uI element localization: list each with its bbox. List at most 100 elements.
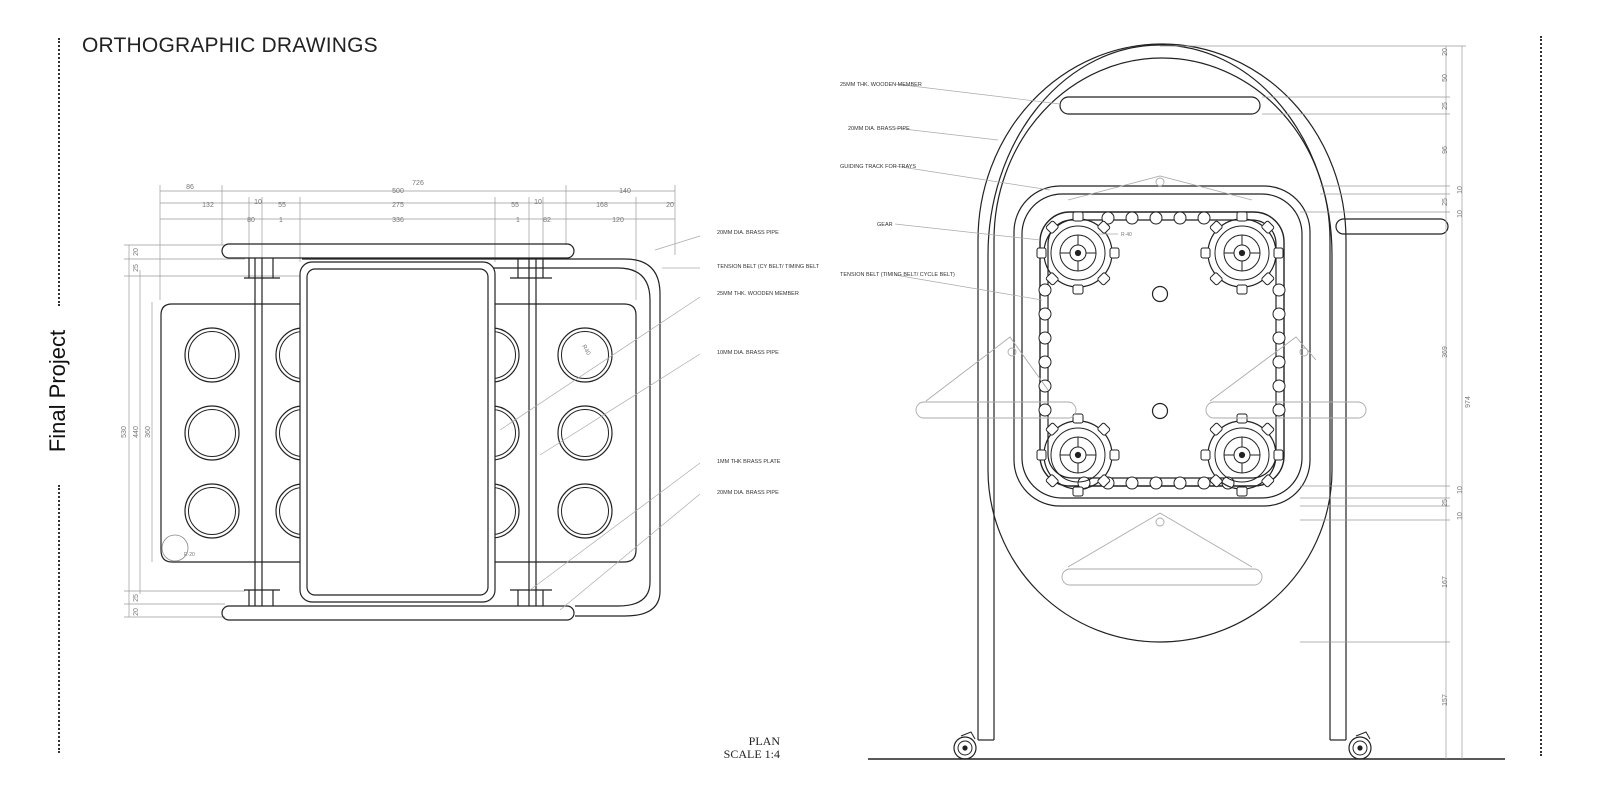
axle-pin-top [1151,285,1169,303]
elevation-handle-pipe [1335,218,1449,235]
elevation-dimension-text: 20 50 25 96 10 25 10 369 974 10 25 10 16… [1442,48,1472,706]
elevation-labels: 25MM THK. WOODEN MEMBER 20MM DIA. BRASS … [840,82,955,278]
plan-central-wooden-member-inner [306,268,489,596]
caster-left [953,731,977,760]
edim-10c: 10 [1457,486,1464,494]
plan-labels: 20MM DIA. BRASS PIPE TENSION BELT (CY BE… [717,230,820,496]
plan-label-brass-pipe-20b: 20MM DIA. BRASS PIPE [717,490,779,496]
guiding-track-inner [1021,193,1303,499]
edim-167: 167 [1442,576,1449,588]
plan-top-brass-pipe [221,243,575,259]
gear-radius-label: R·40 [1121,232,1132,238]
edim-25: 25 [1442,102,1449,110]
edim-974: 974 [1465,396,1472,408]
edim-50: 50 [1442,74,1449,82]
plan-tray-right [529,303,637,563]
plan-label-tension-belt: TENSION BELT (CY BELT/ TIMING BELT [717,264,820,270]
plan-cup [557,405,613,461]
elevation-dimension-lines [1160,45,1466,759]
plan-bottom-brass-pipe [221,605,575,621]
dim-1: 1 [279,217,283,224]
edim-10d: 10 [1457,512,1464,520]
elev-label-guiding-track: GUIDING TRACK FOR TRAYS [840,164,916,170]
plan-left-dimension-text: 20 25 530 440 360 25 20 [121,248,152,616]
dim-left-360: 360 [145,426,152,438]
dim-140: 140 [619,188,631,195]
gear-bottom-right [1200,413,1284,497]
plan-handle-loop-inner [302,267,651,607]
plan-cup [184,327,240,383]
dim-168: 168 [596,202,608,209]
tension-belt-outer [1039,211,1285,487]
dim-80: 80 [247,217,255,224]
caster-right [1348,731,1372,760]
dim-left-530: 530 [121,426,128,438]
elev-label-gear: GEAR [877,222,893,228]
dim-10: 10 [254,199,262,206]
dim-1b: 1 [516,217,520,224]
plan-label-brass-pipe-10: 10MM DIA. BRASS PIPE [717,350,779,356]
edim-10b: 10 [1457,210,1464,218]
left-dotted-line-top [58,38,60,306]
axle-pin-bottom [1151,402,1169,420]
guiding-track-outer [1013,185,1311,507]
page-title: ORTHOGRAPHIC DRAWINGS [82,34,378,57]
elevation-view [868,43,1505,760]
edim-96: 96 [1442,146,1449,154]
elevation-leader-lines [894,83,1118,301]
dim-55: 55 [278,202,286,209]
dim-55b: 55 [511,202,519,209]
plan-scale: SCALE 1:4 [723,747,780,761]
dim-left-20: 20 [133,248,140,256]
dim-86: 86 [186,184,194,191]
edim-20: 20 [1442,48,1449,56]
elevation-arch-pipe-inner [993,57,1331,740]
dim-10b: 10 [534,199,542,206]
plan-radius-r20: R·20 [184,552,195,558]
plan-label-wooden-member: 25MM THK. WOODEN MEMBER [717,291,799,297]
dim-132: 132 [202,202,214,209]
elevation-top-wooden-member [1059,96,1261,115]
plan-label-brass-pipe-20: 20MM DIA. BRASS PIPE [717,230,779,236]
plan-scale-block: PLAN SCALE 1:4 [690,735,780,761]
belt-teeth [1038,211,1286,490]
elev-label-wooden-member: 25MM THK. WOODEN MEMBER [840,82,922,88]
dim-336: 336 [392,217,404,224]
plan-handle-loop-outer [302,258,661,617]
plan-dimension-text: 86 726 500 140 132 10 55 275 55 10 168 2… [186,180,674,224]
dim-left-440: 440 [133,426,140,438]
plan-cup [184,405,240,461]
gear-top-left [1036,211,1120,295]
edim-157: 157 [1442,694,1449,706]
plan-leader-lines [499,235,701,611]
plan-central-wooden-member [299,261,496,603]
dim-left-25: 25 [133,264,140,272]
dim-500: 500 [392,188,404,195]
plan-cup [184,483,240,539]
elev-label-brass-pipe: 20MM DIA. BRASS PIPE [848,126,910,132]
elevation-oval-frame [987,44,1333,643]
edim-10: 10 [1457,186,1464,194]
dim-left-25b: 25 [133,594,140,602]
edim-25b: 25 [1442,198,1449,206]
dim-275: 275 [392,202,404,209]
dim-120: 120 [612,217,624,224]
dim-82: 82 [543,217,551,224]
plan-tray-left [160,303,262,563]
dim-20: 20 [666,202,674,209]
plan-radius-r40: R40 [580,344,591,357]
dim-726: 726 [412,180,424,187]
plan-view [124,185,676,621]
plan-dimension-lines [124,185,676,618]
elevation-arch-pipe-outer [977,43,1347,740]
plan-cup [557,483,613,539]
edim-369: 369 [1442,346,1449,358]
plan-label-brass-plate: 1MM THK BRASS PLATE [717,459,781,465]
gear-top-right [1200,211,1284,295]
left-dotted-line-bottom [58,485,60,753]
plan-caption: PLAN [748,734,780,748]
elev-label-tension-belt: TENSION BELT (TIMING BELT/ CYCLE BELT) [840,272,955,278]
edim-25c: 25 [1442,499,1449,507]
right-dotted-line [1540,36,1542,756]
